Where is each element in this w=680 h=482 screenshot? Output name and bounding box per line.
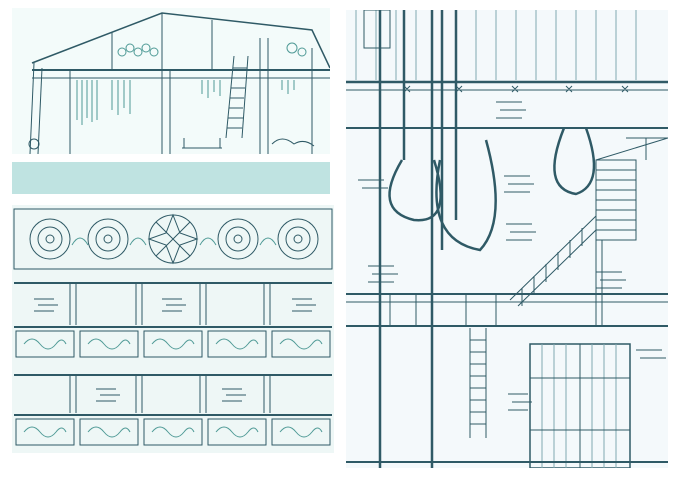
scroll-ornament-icon: [23, 338, 323, 350]
shed-drawing: [28, 12, 330, 154]
frieze-illustration-panel: [12, 205, 334, 453]
interior-elevation-drawing: [346, 10, 668, 468]
shed-illustration-panel: [12, 8, 330, 154]
frieze-drawing: [13, 208, 333, 446]
interior-elevation-panel: [346, 10, 668, 468]
rosette-icon: [29, 218, 319, 260]
color-band: [12, 162, 330, 194]
